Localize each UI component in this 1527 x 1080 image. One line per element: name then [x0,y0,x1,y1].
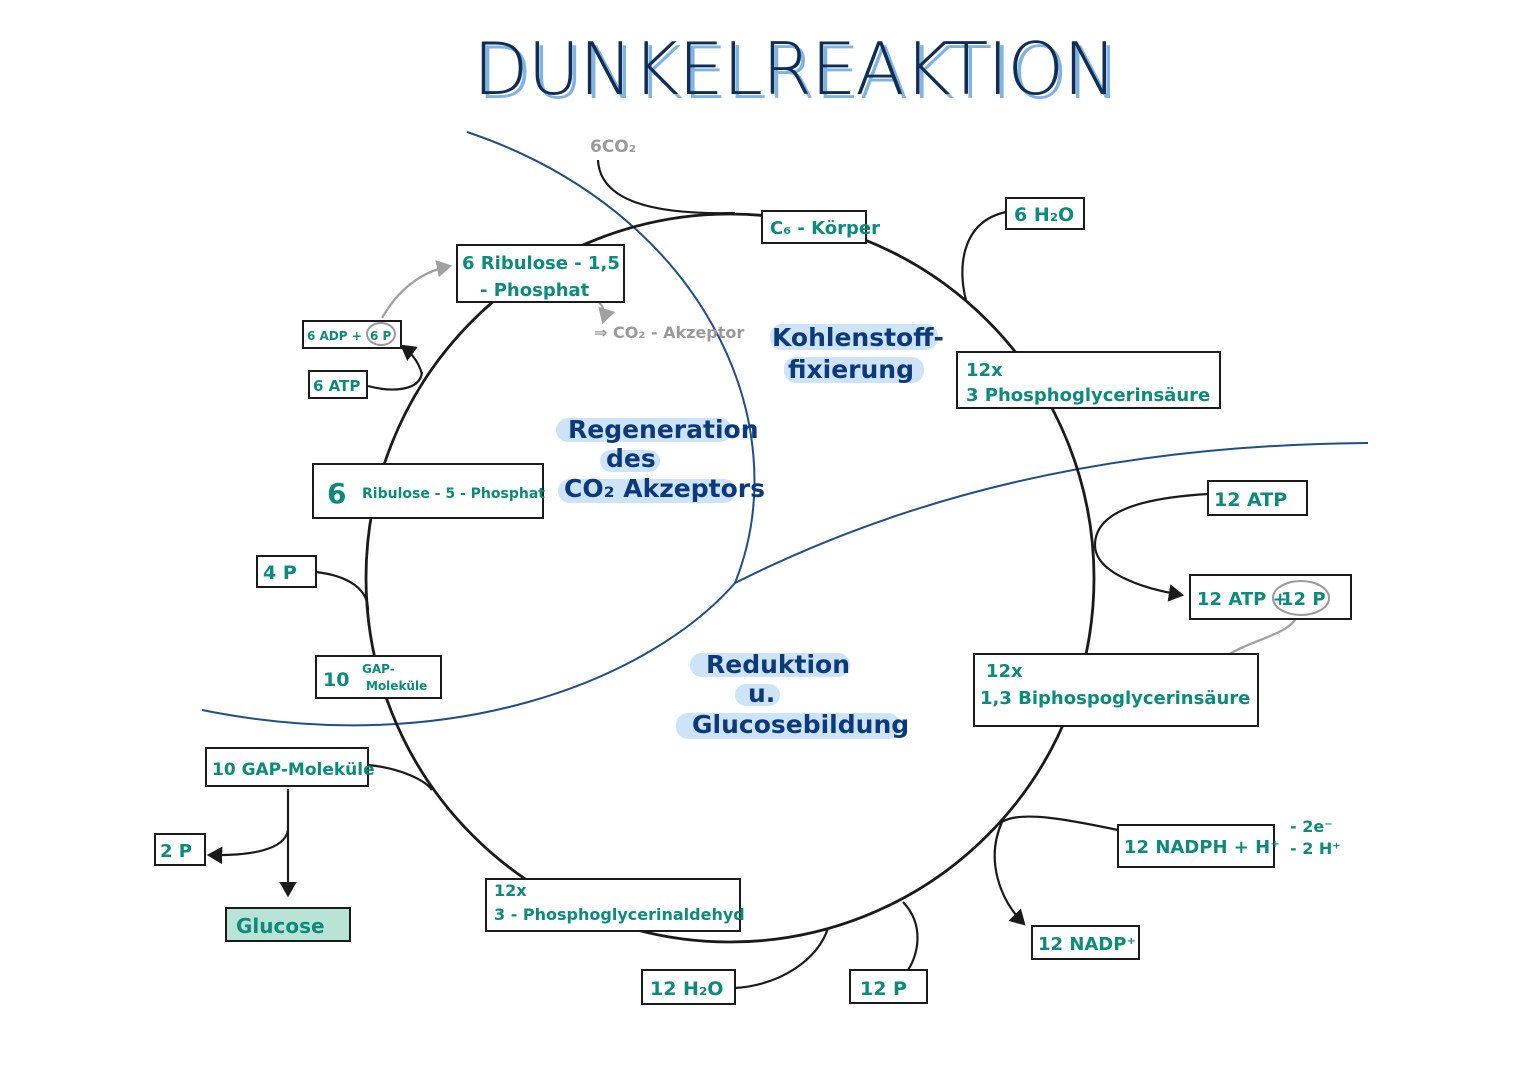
co2-input-line [596,159,736,215]
adp-to-rubp-grey-arrow [381,259,453,319]
reduction-highlight-1 [690,653,850,677]
h2o-6-box: 6 H₂O [1005,197,1085,230]
h2o-12-line [734,927,830,990]
nadp-label: 12 NADP⁺ [1038,934,1136,955]
diagram-title: DUNKELREAKTION [473,27,1116,111]
glucose-label: Glucose [236,914,325,938]
gap-molecules-label: 10 GAP-Moleküle [212,760,375,780]
phase-reduction-line2: u. [748,679,775,708]
phase-regeneration-line1: Regeneration [568,415,759,444]
reduction-highlight-3 [676,713,900,739]
atp-12-plus-label: 12 ATP + [1197,589,1288,610]
gap-10-line2: Moleküle [366,679,427,693]
glucose-box: Glucose [225,907,351,942]
gap-branch-line [367,763,433,791]
atp-12-line [1093,492,1209,602]
atp-6-box: 6 ATP [308,370,368,399]
atp-12-label: 12 ATP [1214,489,1287,511]
atp-6-line [367,371,424,391]
phase-reduction-line1: Reduktion [706,650,850,679]
pga-name: 3 Phosphoglycerinsäure [966,385,1210,406]
reduction-highlight-2 [735,684,780,706]
nadph-box: 12 NADPH + H⁺ [1117,824,1280,868]
phase-regeneration-line3: CO₂ Akzeptors [564,474,765,503]
nadph-note-protons: - 2 H⁺ [1290,839,1341,858]
h2o-12-label: 12 H₂O [650,978,723,1000]
phase-fixation-line1: Kohlenstoff- [772,323,944,352]
atp-6-label: 6 ATP [313,377,360,395]
regeneration-highlight-2 [600,450,660,472]
atp-12-box: 12 ATP [1207,480,1308,516]
divider-reduction [201,442,1369,727]
nadph-label: 12 NADPH + H⁺ [1124,837,1280,858]
fixation-highlight-1 [770,324,938,350]
adp-6-arrow [400,344,424,375]
adp-6-box: 6 ADP + 6 P [302,320,402,349]
p-12-circle [1272,580,1330,616]
nadph-note-electrons: - 2e⁻ [1290,817,1333,836]
pga-box: 12x 3 Phosphoglycerinsäure [956,351,1221,409]
phase-fixation-line2: fixierung [788,355,914,384]
nadp-box: 12 NADP⁺ [1031,925,1140,960]
adp-6-label: 6 ADP + [307,329,362,343]
p-6-circled-label: 6 P [370,329,392,343]
title-shadow: DUNKELREAKTION [477,31,1120,115]
p-4-line [315,570,370,611]
p-6-circle [366,322,396,346]
atp-12-plus-p-box: 12 ATP + 12 P [1189,574,1352,620]
gap-10-line1: GAP- [362,662,395,676]
bpga-count: 12x [986,661,1023,682]
p-2-label: 2 P [160,841,192,862]
c6-body-box: C₆ - Körper [761,210,880,244]
gap-molecules-box: 10 GAP-Moleküle [205,747,375,787]
c6-body-label: C₆ - Körper [770,218,880,239]
pga-count: 12x [966,360,1003,381]
gap-aldehyde-count: 12x [494,881,527,900]
p-2-box: 2 P [154,833,206,866]
h2o-12-box: 12 H₂O [641,969,736,1005]
h2o-6-line [961,210,1007,301]
p-12-label: 12 P [860,978,907,1000]
phase-reduction-line3: Glucosebildung [692,710,909,739]
gap-aldehyde-name: 3 - Phosphoglycerinaldehyd [494,905,745,924]
p-4-label: 4 P [263,562,297,584]
p-4-box: 4 P [256,555,317,588]
h2o-6-label: 6 H₂O [1014,204,1074,226]
p-12-circled-label: 12 P [1281,589,1326,610]
r5p-box: 6 Ribulose - 5 - Phosphat [312,463,545,519]
gap-aldehyde-box: 12x 3 - Phosphoglycerinaldehyd [485,878,745,932]
bpga-box: 12x 1,3 Biphospoglycerinsäure [973,653,1259,727]
co2-label: 6CO₂ [590,137,636,157]
rubp-box: 6 Ribulose - 1,5 - Phosphat [456,244,625,303]
regeneration-highlight-1 [556,418,732,442]
co2-acceptor-note: ⇒ CO₂ - Akzeptor [594,323,744,342]
divider-fixation-regeneration [466,131,756,584]
fixation-highlight-2 [784,357,924,383]
bpga-name: 1,3 Biphospoglycerinsäure [980,688,1250,709]
r5p-number: 6 [327,477,346,510]
rubp-line2: - Phosphat [480,280,590,301]
gap-10-box: 10 GAP- Moleküle [315,655,442,699]
p-12-box: 12 P [849,969,928,1004]
regeneration-highlight-3 [558,479,736,503]
phase-regeneration-line2: des [606,444,656,473]
rubp-line1: 6 Ribulose - 1,5 [462,253,620,274]
nadph-line [993,815,1119,926]
r5p-name: Ribulose - 5 - Phosphat [362,486,545,502]
p-12-line [902,901,919,971]
gap-10-number: 10 [323,669,349,691]
gap-to-2p-arrow [206,829,290,865]
